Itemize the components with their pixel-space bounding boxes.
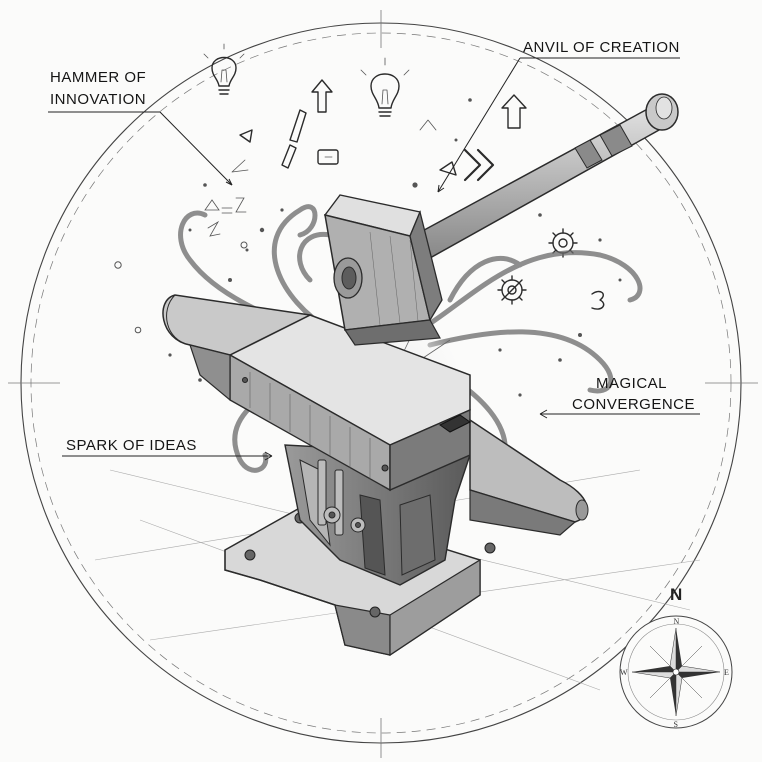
label-hammer-line2: INNOVATION bbox=[50, 91, 146, 108]
hammer bbox=[323, 93, 679, 346]
compass-star-icon bbox=[631, 627, 721, 717]
label-magical-line2: CONVERGENCE bbox=[572, 396, 695, 413]
compass-rose: N E S W bbox=[619, 615, 733, 729]
label-magical-line1: MAGICAL bbox=[596, 375, 667, 392]
frame-circle bbox=[8, 10, 758, 758]
compass-e: E bbox=[724, 668, 729, 677]
compass-n: N bbox=[674, 617, 680, 626]
label-anvil-of-creation: ANVIL OF CREATION bbox=[523, 39, 680, 56]
label-hammer-line1: HAMMER OF bbox=[50, 69, 146, 86]
gear-icon bbox=[548, 228, 578, 258]
math-doodles bbox=[204, 197, 247, 237]
north-indicator: N bbox=[670, 585, 682, 604]
compass-w: W bbox=[620, 668, 628, 677]
anvil bbox=[162, 294, 589, 657]
gear-icon bbox=[497, 275, 527, 305]
label-spark-of-ideas: SPARK OF IDEAS bbox=[66, 437, 197, 454]
compass-s: S bbox=[674, 720, 678, 729]
lightbulb-icon bbox=[360, 57, 410, 117]
number-doodle bbox=[591, 290, 605, 310]
idea-doodles bbox=[231, 79, 527, 182]
callout-lines bbox=[48, 57, 700, 461]
lightbulb-icon bbox=[203, 43, 245, 95]
